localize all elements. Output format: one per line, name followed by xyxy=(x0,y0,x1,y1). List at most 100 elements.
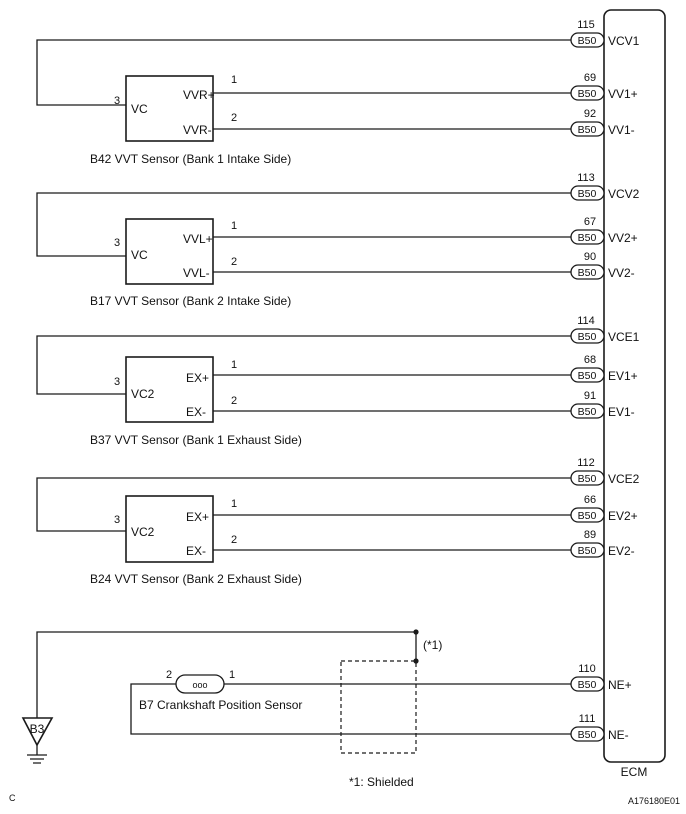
shield-drain-wire xyxy=(36,631,416,718)
connector-b50 xyxy=(570,185,605,201)
connector-b50 xyxy=(570,403,605,419)
ecm-pin-name: NE+ xyxy=(608,678,632,692)
connector-b50-label: B50 xyxy=(578,473,597,485)
sensor-b37-neg-label: EX- xyxy=(186,405,206,419)
ecm-pin-number: 113 xyxy=(577,172,595,184)
connector-b50-label: B50 xyxy=(578,331,597,343)
sensor-b42-neg-label: VVR- xyxy=(183,123,212,137)
ecm-pin-name: NE- xyxy=(608,728,629,742)
crank-pin-left: 2 xyxy=(166,669,172,681)
ecm-pin-name: VCV2 xyxy=(608,187,640,201)
sensor-b37-box xyxy=(125,356,214,423)
sensor-b24-vc-label: VC2 xyxy=(131,525,155,539)
sensor-b37-caption: B37 VVT Sensor (Bank 1 Exhaust Side) xyxy=(90,433,302,447)
connector-b50 xyxy=(570,121,605,137)
ecm-pin-number: 114 xyxy=(577,315,595,327)
ecm-pin-name: EV1+ xyxy=(608,369,638,383)
sensor-b42-pos-label: VVR+ xyxy=(183,88,215,102)
sensor-b24-group: 3 VC2 EX+ EX- 1 2 B24 VVT Sensor (Bank 2… xyxy=(36,457,640,586)
ground-label: B3 xyxy=(30,722,45,736)
sensor-b17-pos-pin: 1 xyxy=(231,220,237,232)
ecm-pin-name: VV1+ xyxy=(608,87,638,101)
sensor-b17-vc-pin: 3 xyxy=(114,237,120,249)
connector-b50-label: B50 xyxy=(578,124,597,136)
connector-b50-label: B50 xyxy=(578,232,597,244)
sensor-b37-group: 3 VC2 EX+ EX- 1 2 B37 VVT Sensor (Bank 1… xyxy=(36,315,640,447)
crank-coil-icon xyxy=(175,674,225,694)
connector-b50-label: B50 xyxy=(578,679,597,691)
sensor-b24-pos-label: EX+ xyxy=(186,510,209,524)
ecm-pin-number: 115 xyxy=(577,19,595,31)
sensor-b42-neg-pin: 2 xyxy=(231,112,237,124)
sensor-b24-pos-pin: 1 xyxy=(231,498,237,510)
ecm-pin-number: 69 xyxy=(584,72,596,84)
connector-b50 xyxy=(570,676,605,692)
sensor-b24-neg-pin: 2 xyxy=(231,534,237,546)
footer-figure-id: A176180E01 xyxy=(628,796,680,806)
ground-b3: B3 xyxy=(21,717,54,764)
ecm-pin-number: 90 xyxy=(584,251,596,263)
connector-b50 xyxy=(570,726,605,742)
connector-b50-label: B50 xyxy=(578,729,597,741)
sensor-b17-neg-label: VVL- xyxy=(183,266,210,280)
sensor-b24-caption: B24 VVT Sensor (Bank 2 Exhaust Side) xyxy=(90,572,302,586)
connector-b50-label: B50 xyxy=(578,88,597,100)
crank-sensor-group: (*1) ooo 2 1 B7 Crankshaft Position Sens… xyxy=(36,629,632,789)
shield-note: *1: Shielded xyxy=(349,775,414,789)
connector-b50 xyxy=(570,32,605,48)
sensor-b42-group: 3 VC VVR+ VVR- 1 2 B42 VVT Sensor (Bank … xyxy=(36,19,640,166)
crank-caption: B7 Crankshaft Position Sensor xyxy=(139,698,302,712)
shield-marker: (*1) xyxy=(423,638,442,652)
sensor-b37-neg-pin: 2 xyxy=(231,395,237,407)
sensor-b17-caption: B17 VVT Sensor (Bank 2 Intake Side) xyxy=(90,294,291,308)
sensor-b17-group: 3 VC VVL+ VVL- 1 2 B17 VVT Sensor (Bank … xyxy=(36,172,640,308)
ecm-pin-number: 89 xyxy=(584,529,596,541)
connector-b50 xyxy=(570,229,605,245)
shield-box xyxy=(340,660,417,754)
sensor-b37-vc-label: VC2 xyxy=(131,387,155,401)
ecm-pin-name: VV2+ xyxy=(608,231,638,245)
ecm-pin-number: 92 xyxy=(584,108,596,120)
ground-icon xyxy=(27,754,47,764)
sensor-b42-vc-label: VC xyxy=(131,102,148,116)
ecm-pin-name: VV1- xyxy=(608,123,635,137)
ecm-pin-number: 110 xyxy=(578,663,596,675)
connector-b50-label: B50 xyxy=(578,370,597,382)
sensor-b37-pos-label: EX+ xyxy=(186,371,209,385)
connector-b50-label: B50 xyxy=(578,188,597,200)
crank-pin-right: 1 xyxy=(229,669,235,681)
ecm-pin-number: 91 xyxy=(584,390,596,402)
sensor-b24-neg-label: EX- xyxy=(186,544,206,558)
ecm-label: ECM xyxy=(621,765,648,779)
ecm-box xyxy=(603,9,666,763)
ne-minus-wire xyxy=(130,683,571,735)
sensor-b42-vc-pin: 3 xyxy=(114,95,120,107)
sensor-b17-vc-label: VC xyxy=(131,248,148,262)
ecm-pin-name: EV1- xyxy=(608,405,635,419)
connector-b50-label: B50 xyxy=(578,510,597,522)
sensor-b42-caption: B42 VVT Sensor (Bank 1 Intake Side) xyxy=(90,152,291,166)
crank-coil-symbol: ooo xyxy=(192,680,207,690)
ground-triangle-icon xyxy=(21,717,54,747)
ecm-pin-name: VV2- xyxy=(608,266,635,280)
connector-b50-label: B50 xyxy=(578,267,597,279)
connector-b50-label: B50 xyxy=(578,35,597,47)
sensor-b42-box xyxy=(125,75,214,142)
sensor-b37-pos-pin: 1 xyxy=(231,359,237,371)
sensor-b24-vc-pin: 3 xyxy=(114,514,120,526)
sensor-b17-neg-pin: 2 xyxy=(231,256,237,268)
ecm-pin-name: EV2+ xyxy=(608,509,638,523)
sensor-b24-box xyxy=(125,495,214,563)
sensor-b37-vc-pin: 3 xyxy=(114,376,120,388)
connector-b50 xyxy=(570,507,605,523)
connector-b50 xyxy=(570,367,605,383)
ecm-pin-name: VCV1 xyxy=(608,34,640,48)
sensor-b42-pos-pin: 1 xyxy=(231,74,237,86)
connector-b50 xyxy=(570,264,605,280)
ecm-pin-name: VCE1 xyxy=(608,330,640,344)
ecm-pin-number: 66 xyxy=(584,494,596,506)
sensor-b17-box xyxy=(125,218,214,285)
ecm-pin-name: EV2- xyxy=(608,544,635,558)
connector-b50-label: B50 xyxy=(578,545,597,557)
